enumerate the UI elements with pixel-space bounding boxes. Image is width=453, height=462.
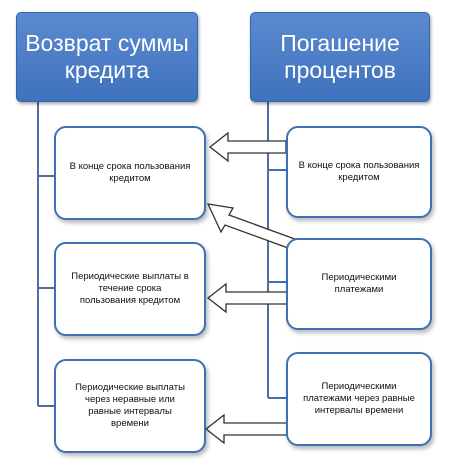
left-header-text: Возврат суммы кредита <box>25 30 189 83</box>
arrow-left-1 <box>208 131 287 163</box>
right-header: Погашение процентов <box>250 12 430 102</box>
left-box-3: Периодические выплаты через неравные или… <box>54 359 206 453</box>
left-box-3-text: Периодические выплаты через неравные или… <box>75 382 185 429</box>
left-box-1: В конце срока пользования кредитом <box>54 126 206 220</box>
right-box-2: Периодическими платежами <box>286 238 432 330</box>
left-header: Возврат суммы кредита <box>16 12 198 102</box>
arrow-left-3 <box>204 413 291 445</box>
left-connector <box>37 102 54 407</box>
right-box-1: В конце срока пользования кредитом <box>286 126 432 218</box>
left-box-2: Периодические выплаты в течение срока по… <box>54 242 206 336</box>
left-box-1-text: В конце срока пользования кредитом <box>69 161 191 184</box>
right-box-3-text: Периодическими платежами через равные ин… <box>303 381 415 416</box>
left-box-2-text: Периодические выплаты в течение срока по… <box>71 271 189 306</box>
right-connector <box>267 102 286 399</box>
right-box-1-text: В конце срока пользования кредитом <box>298 160 420 183</box>
right-header-text: Погашение процентов <box>280 30 400 83</box>
right-box-2-text: Периодическими платежами <box>321 272 397 295</box>
right-box-3: Периодическими платежами через равные ин… <box>286 352 432 446</box>
arrow-left-2 <box>206 282 293 314</box>
